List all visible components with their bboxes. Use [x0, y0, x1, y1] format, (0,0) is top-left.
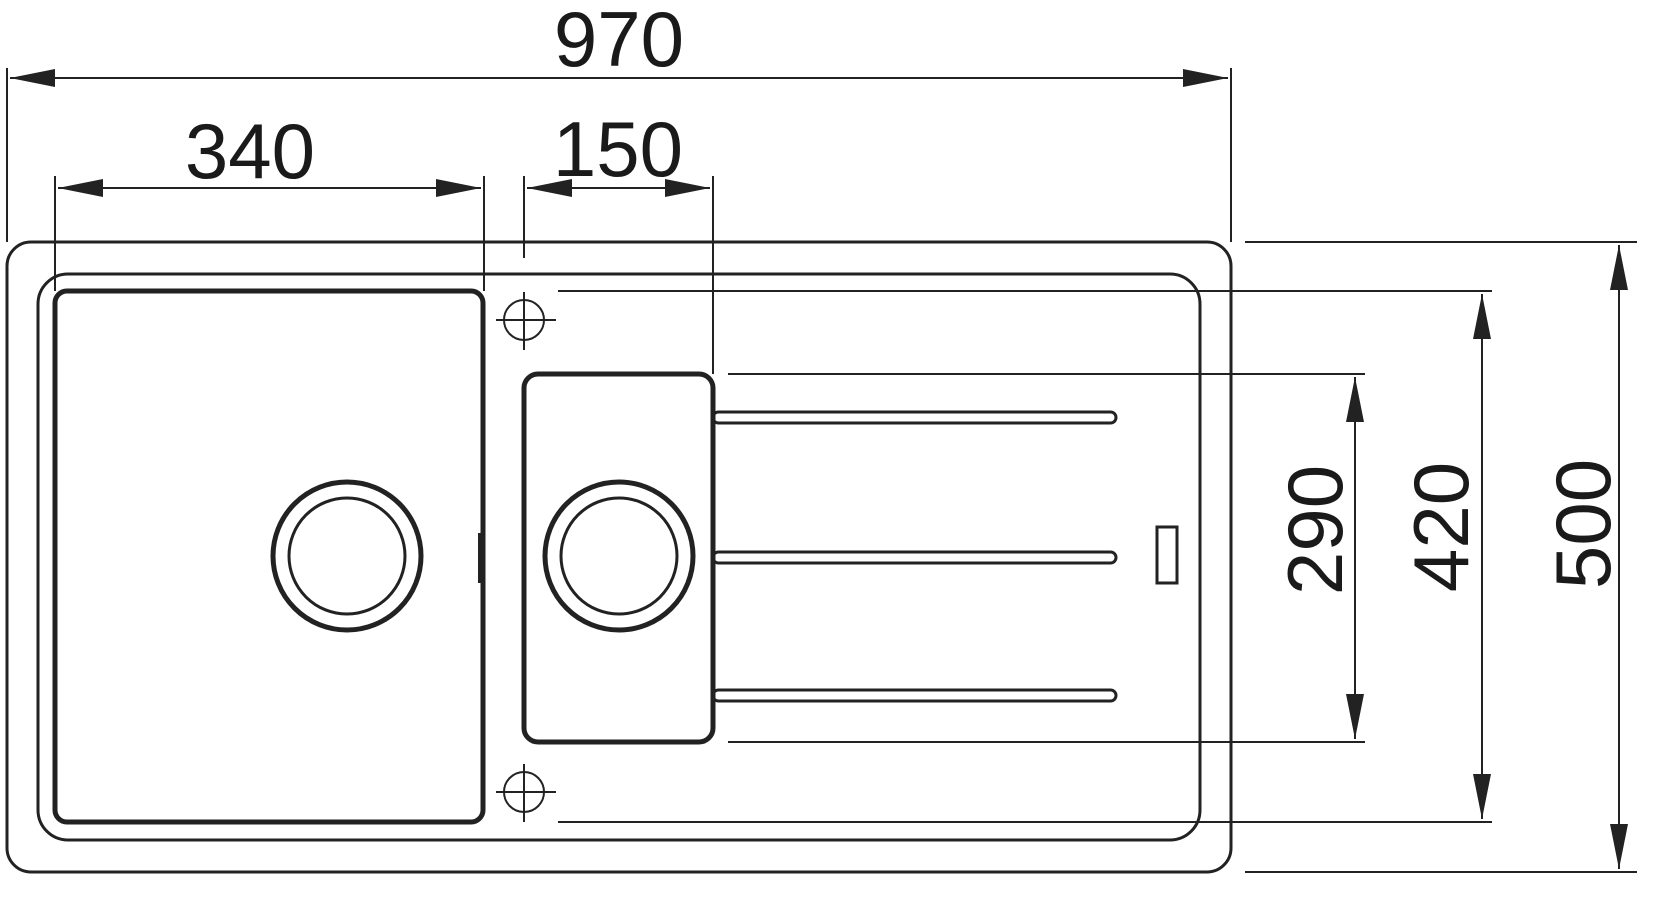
tap-holes: [496, 292, 556, 822]
tap-hole-top-icon: [496, 292, 556, 350]
drainer-overflow-slot: [1155, 525, 1179, 585]
dimension-label-overall-depth: 500: [1539, 459, 1627, 589]
dimension-label-main-bowl-width: 340: [185, 107, 315, 195]
drainer-groove-bottom: [711, 688, 1118, 703]
arrowhead: [58, 179, 103, 197]
sink-outer-rim: [5, 240, 1233, 874]
arrowhead: [436, 179, 481, 197]
arrowhead: [10, 69, 55, 87]
dimension-label-small-bowl-depth: 290: [1271, 465, 1359, 595]
arrowhead: [527, 179, 572, 197]
main-bowl-drain-outer: [270, 479, 424, 633]
small-bowl-outline: [521, 371, 716, 745]
arrowhead: [1346, 694, 1364, 739]
arrowhead: [1610, 824, 1628, 869]
horizontal-dimensions: 970 340 150: [6, 0, 1232, 374]
drainer-grooves: [711, 410, 1179, 703]
main-bowl: [52, 288, 486, 825]
arrowhead: [1473, 774, 1491, 819]
main-bowl-overflow: [478, 533, 485, 583]
drainer-groove-top: [711, 410, 1118, 425]
drainer-groove-middle: [711, 550, 1118, 565]
vertical-dimensions: 290 420 500: [558, 241, 1637, 873]
main-bowl-drain-inner: [287, 496, 407, 616]
arrowhead: [1183, 69, 1228, 87]
dimension-label-inner-depth: 420: [1397, 462, 1485, 592]
small-bowl: [521, 371, 716, 745]
tap-hole-bottom-icon: [496, 764, 556, 822]
arrowhead: [665, 179, 710, 197]
arrowhead: [1610, 245, 1628, 290]
sink-outline: [5, 240, 1233, 874]
arrowhead: [1473, 294, 1491, 339]
sink-inner-rim: [36, 272, 1202, 842]
small-bowl-drain-outer: [542, 479, 696, 633]
arrowhead: [1346, 377, 1364, 422]
dimension-label-overall-width: 970: [554, 0, 684, 83]
dimension-label-small-bowl-width: 150: [553, 105, 683, 193]
small-bowl-drain-inner: [559, 496, 679, 616]
